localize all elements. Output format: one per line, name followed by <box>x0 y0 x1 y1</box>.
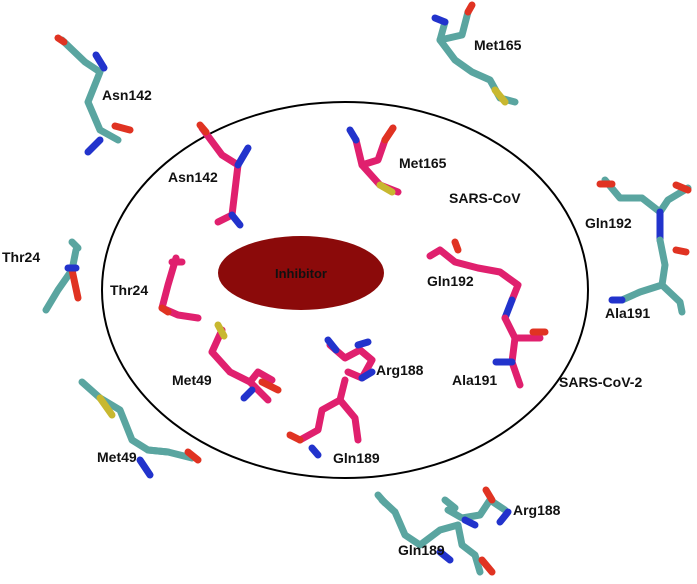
outer-label-gln189: Gln189 <box>398 542 445 558</box>
outer-label-arg188: Arg188 <box>513 502 561 518</box>
inner-label-met165: Met165 <box>399 155 447 171</box>
inner-label-asn142: Asn142 <box>168 169 218 185</box>
group-label-sars-cov-2: SARS-CoV-2 <box>559 374 642 390</box>
outer-residue-arg188 <box>441 486 512 529</box>
inhibitor-label: Inhibitor <box>275 266 327 281</box>
binding-pocket-ring <box>101 101 589 479</box>
inner-label-thr24: Thr24 <box>110 282 148 298</box>
outer-label-met49: Met49 <box>97 449 137 465</box>
outer-label-asn142: Asn142 <box>102 87 152 103</box>
outer-label-thr24: Thr24 <box>2 249 40 265</box>
inner-label-ala191: Ala191 <box>452 372 497 388</box>
outer-residue-thr24 <box>42 238 82 314</box>
outer-residue-asn142 <box>54 34 134 156</box>
outer-label-ala191: Ala191 <box>605 305 650 321</box>
inner-label-met49: Met49 <box>172 372 212 388</box>
outer-residue-gln189 <box>374 491 496 576</box>
outer-residue-met165 <box>431 1 519 106</box>
outer-residue-met49 <box>78 378 202 479</box>
inner-label-arg188: Arg188 <box>376 362 424 378</box>
outer-label-met165: Met165 <box>474 37 522 53</box>
inner-label-gln192: Gln192 <box>427 273 474 289</box>
inner-residue-met165 <box>346 124 402 196</box>
inner-residue-arg188 <box>324 336 376 382</box>
inhibitor-ellipse <box>218 236 384 310</box>
inner-residue-asn142 <box>196 121 252 229</box>
outer-residue-ala191 <box>608 236 690 316</box>
inner-label-gln189: Gln189 <box>333 450 380 466</box>
inner-residue-thr24 <box>158 254 202 322</box>
outer-label-gln192: Gln192 <box>585 215 632 231</box>
inner-residue-gln189 <box>286 376 362 459</box>
outer-residue-gln192 <box>596 176 692 244</box>
group-label-sars-cov: SARS-CoV <box>449 190 521 206</box>
inner-residue-met49 <box>208 321 282 404</box>
inner-residue-ala191 <box>492 314 549 389</box>
